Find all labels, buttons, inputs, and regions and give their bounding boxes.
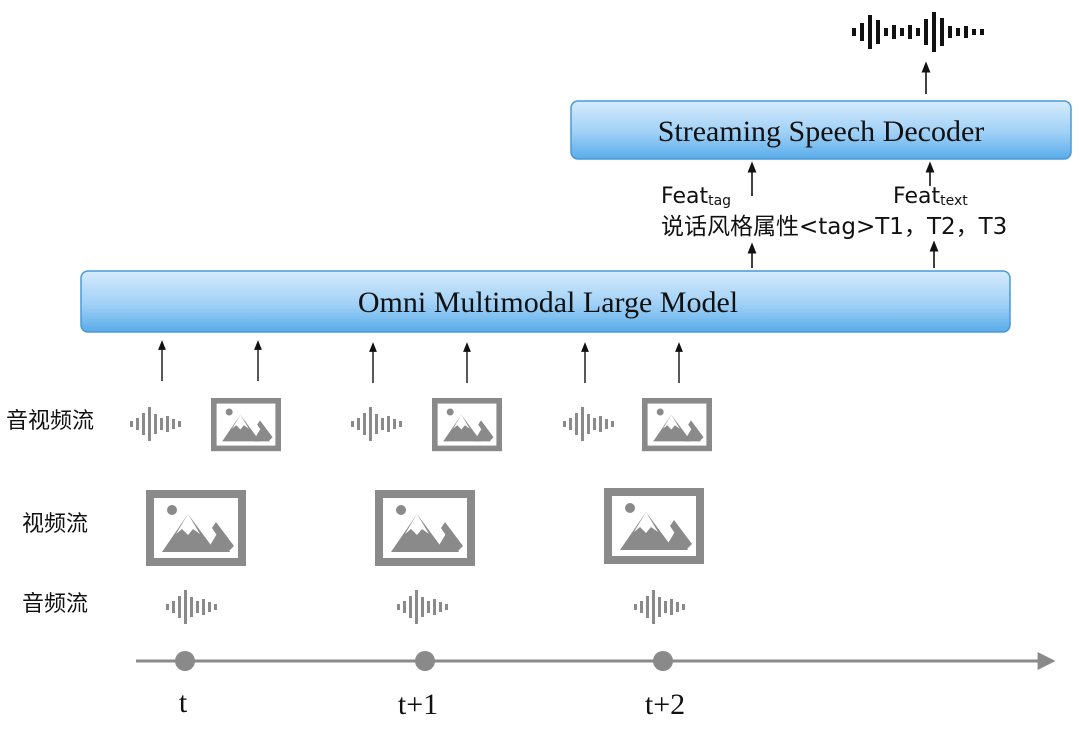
audio-waveform-icon [563,407,614,441]
audio-waveform-icon [166,590,217,624]
image-frame-icon [608,492,700,560]
timeline-dot [415,651,435,671]
row-label-audio: 音频流 [22,592,88,617]
decoder-box-label: Streaming Speech Decoder [658,115,985,148]
feat-tag-label: Feattag [661,184,731,209]
video-stream-row [150,492,700,562]
feat-text-sub: text [940,193,968,209]
model-box-label: Omni Multimodal Large Model [358,286,738,319]
image-frame-icon [435,401,499,449]
time-label-t: t [179,686,188,719]
feat-text-label: Feattext [893,184,968,209]
image-frame-icon [150,494,242,562]
timeline-dot [653,651,673,671]
feat-tag-base: Feat [661,184,708,209]
image-frame-icon [645,401,709,449]
model-box: Omni Multimodal Large Model [80,270,1011,333]
audio-waveform-icon [634,590,685,624]
row-label-audio-video: 音视频流 [6,409,94,434]
time-label-t2: t+2 [645,688,685,721]
audio-waveform-icon [397,590,448,624]
row-label-video: 视频流 [22,512,88,537]
audio-video-stream-row [130,401,709,449]
time-label-t1: t+1 [398,688,438,721]
output-waveform-icon [852,12,984,52]
timeline-dot [175,651,195,671]
audio-waveform-icon [351,407,402,441]
image-frame-icon [214,401,278,449]
timeline: t t+1 t+2 [136,651,1056,721]
image-frame-icon [379,494,471,562]
feat-text-base: Feat [893,184,940,209]
audio-stream-row [166,590,685,624]
feat-tag-sub: tag [708,193,731,209]
audio-waveform-icon [130,407,181,441]
decoder-box: Streaming Speech Decoder [570,100,1072,160]
input-arrows [158,340,683,383]
token-line: 说话风格属性<tag>T1，T2，T3 [661,214,1007,240]
